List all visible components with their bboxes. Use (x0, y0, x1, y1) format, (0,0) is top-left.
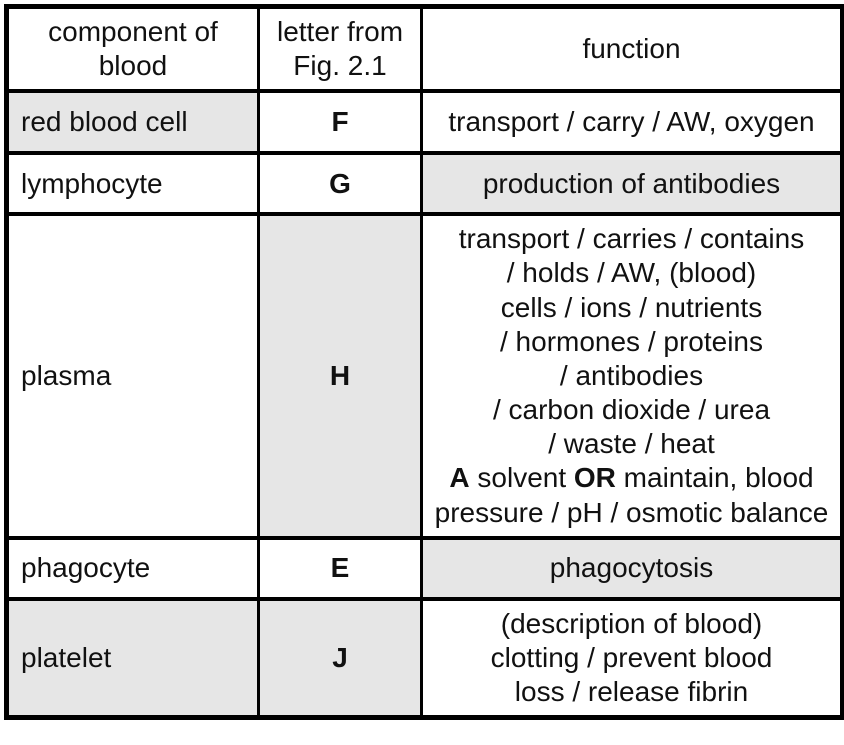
cell-component: lymphocyte (5, 151, 260, 217)
function-text-line: clotting / prevent blood (431, 641, 832, 675)
cell-function: (description of blood)clotting / prevent… (420, 596, 844, 720)
cell-component: platelet (5, 596, 260, 720)
cell-function: transport / carry / AW, oxygen (420, 89, 844, 156)
function-text-line: / waste / heat (431, 427, 832, 461)
function-text-line: transport / carry / AW, oxygen (431, 105, 832, 139)
text-segment: transport / carry / AW, oxygen (448, 106, 815, 138)
function-text-line: phagocytosis (431, 551, 832, 585)
text-segment: / waste / heat (548, 428, 715, 460)
function-text-line: (description of blood) (431, 607, 832, 641)
text-segment: cells / ions / nutrients (500, 291, 763, 323)
cell-component: plasma (5, 212, 260, 540)
header-text-line: letter from (276, 16, 404, 47)
cell-letter: J (257, 596, 423, 720)
cell-letter: F (257, 89, 423, 156)
function-text-line: loss / release fibrin (431, 675, 832, 709)
cell-component: red blood cell (5, 89, 260, 156)
cell-letter: G (257, 151, 423, 217)
function-text-line: A solvent OR maintain, blood (431, 461, 832, 495)
text-segment: maintain, blood (615, 462, 814, 494)
header-text-line: function (582, 33, 681, 65)
bold-text-segment: OR (573, 462, 616, 494)
function-text-line: / holds / AW, (blood) (431, 256, 832, 290)
text-segment: phagocytosis (549, 552, 714, 584)
text-segment: / antibodies (559, 359, 704, 391)
text-segment: clotting / prevent blood (490, 641, 773, 673)
cell-function: production of antibodies (420, 151, 844, 217)
function-text-line: / carbon dioxide / urea (431, 393, 832, 427)
function-text-line: transport / carries / contains (431, 222, 832, 256)
text-segment: transport / carries / contains (458, 223, 805, 255)
cell-function: phagocytosis (420, 535, 844, 601)
text-segment: (description of blood) (500, 607, 763, 639)
text-segment: pressure / pH / osmotic balance (434, 496, 829, 528)
function-text-line: / antibodies (431, 359, 832, 393)
text-segment: / carbon dioxide / urea (492, 394, 771, 426)
text-segment: / hormones / proteins (499, 325, 764, 357)
cell-component: phagocyte (5, 535, 260, 601)
text-segment: / holds / AW, (blood) (506, 257, 757, 289)
text-segment: solvent (469, 462, 574, 494)
header-text-line: blood (98, 50, 168, 82)
text-segment: loss / release fibrin (514, 676, 749, 708)
column-header-function: function (420, 4, 844, 94)
function-text-line: / hormones / proteins (431, 325, 832, 359)
function-text-line: production of antibodies (431, 167, 832, 201)
cell-function: transport / carries / contains/ holds / … (420, 212, 844, 540)
cell-letter: H (257, 212, 423, 540)
header-text-line: component of (48, 16, 218, 47)
text-segment: production of antibodies (482, 167, 781, 199)
function-text-line: pressure / pH / osmotic balance (431, 496, 832, 530)
function-text-line: cells / ions / nutrients (431, 291, 832, 325)
cell-letter: E (257, 535, 423, 601)
header-text-line: Fig. 2.1 (293, 50, 387, 82)
bold-text-segment: A (449, 462, 470, 494)
